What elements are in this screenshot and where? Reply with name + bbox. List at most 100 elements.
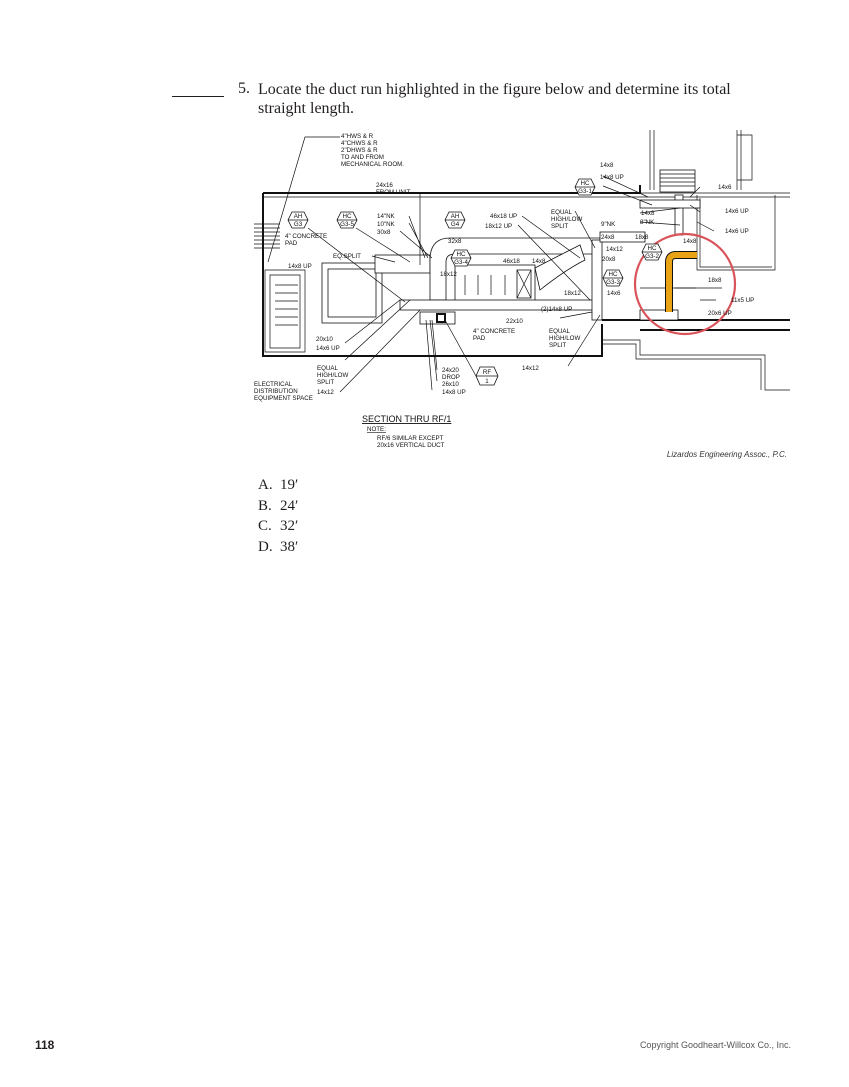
drawing-line bbox=[639, 199, 701, 209]
drawing-label: 4" CONCRETE bbox=[285, 233, 327, 240]
drawing-label: 24x16 bbox=[376, 182, 393, 189]
drawing-label: DROP bbox=[442, 374, 460, 381]
drawing-line bbox=[275, 284, 298, 326]
choice-d[interactable]: D.38′ bbox=[258, 538, 299, 555]
drawing-label: 18x8 bbox=[708, 277, 722, 284]
drawing-label: HC bbox=[457, 251, 466, 258]
choice-b[interactable]: B.24′ bbox=[258, 497, 299, 514]
drawing-label: AH bbox=[451, 213, 460, 220]
choice-a[interactable]: A.19′ bbox=[258, 477, 299, 493]
leader-lines bbox=[267, 136, 716, 393]
drawing-label: 14x8 UP bbox=[288, 263, 312, 270]
drawing-label: MECHANICAL ROOM. bbox=[341, 161, 404, 168]
drawing-line bbox=[399, 192, 433, 265]
drawing-label: 8"NK bbox=[640, 219, 655, 226]
ductwork bbox=[321, 194, 722, 325]
drawing-line bbox=[665, 251, 697, 312]
choice-c[interactable]: C.32′ bbox=[258, 518, 299, 534]
copyright: Copyright Goodheart-Willcox Co., Inc. bbox=[639, 1040, 791, 1050]
drawing-line bbox=[254, 223, 280, 249]
drawing-line bbox=[436, 313, 446, 323]
drawing-label: 46x18 bbox=[503, 258, 520, 265]
question-number: 5. bbox=[238, 80, 250, 97]
drawing-label: 9"NK bbox=[601, 221, 616, 228]
drawing-label: G3-3 bbox=[606, 279, 620, 286]
drawing-label: TO AND FROM bbox=[341, 154, 384, 161]
drawing-line bbox=[264, 269, 306, 353]
drawing-label: 46x18 UP bbox=[490, 213, 517, 220]
drawing-label: 14x6 UP bbox=[725, 228, 749, 235]
drawing-line bbox=[307, 227, 421, 393]
drawing-line bbox=[639, 309, 679, 321]
drawing-label: 18x12 UP bbox=[485, 223, 512, 230]
drawing-label: 14x12 bbox=[522, 365, 539, 372]
drawing-label: 20x16 VERTICAL DUCT bbox=[377, 442, 445, 449]
drawing-label: 20x6 UP bbox=[708, 310, 732, 317]
drawing-label: EQUAL bbox=[551, 209, 573, 216]
highlighted-duct-fill bbox=[666, 252, 697, 312]
drawing-label: 24x20 bbox=[442, 367, 459, 374]
drawing-label: 18x12 bbox=[564, 290, 581, 297]
drawing-label: EQUAL bbox=[317, 365, 339, 372]
drawing-label: NOTE: bbox=[367, 426, 386, 433]
drawing-label: 20x10 bbox=[316, 336, 333, 343]
drawing-label: 1 bbox=[485, 378, 489, 385]
drawing-label: G3-1 bbox=[578, 188, 592, 195]
drawing-label: 14x6 bbox=[718, 184, 732, 191]
drawing-line bbox=[660, 173, 695, 187]
drawing-label: HIGH/LOW bbox=[317, 372, 348, 379]
drawing-label: HC bbox=[343, 213, 352, 220]
drawing-line bbox=[263, 192, 790, 198]
drawing-label: 14x8 bbox=[532, 258, 546, 265]
drawing-label: 4" CONCRETE bbox=[473, 328, 515, 335]
drawing-line bbox=[602, 339, 790, 391]
drawing-label: RF/6 SIMILAR EXCEPT bbox=[377, 435, 444, 442]
drawing-label: EQ.SPLIT bbox=[333, 253, 361, 260]
drawing-label: HIGH/LOW bbox=[551, 216, 582, 223]
drawing-label: 18x8 bbox=[635, 234, 649, 241]
drawing-label: G3-4 bbox=[454, 259, 468, 266]
drawing-label: 20x8 bbox=[602, 256, 616, 263]
drawing-line bbox=[591, 239, 603, 321]
drawing-line bbox=[267, 136, 340, 263]
drawing-label: 26x10 bbox=[442, 381, 459, 388]
highlighted-duct-run bbox=[633, 232, 737, 336]
drawing-label: 4"HWS & R bbox=[341, 133, 374, 140]
drawing-label: 14x8 bbox=[641, 210, 655, 217]
building-outline bbox=[254, 130, 790, 391]
drawing-label: G3-2 bbox=[645, 253, 659, 260]
drawing-line bbox=[737, 134, 753, 181]
drawing-label: 2"DHWS & R bbox=[341, 147, 378, 154]
drawing-label: 14x8 UP bbox=[600, 174, 624, 181]
drawing-label: AH bbox=[294, 213, 303, 220]
drawing-label: SPLIT bbox=[549, 342, 566, 349]
drawing-line bbox=[649, 130, 776, 271]
answer-blank[interactable] bbox=[172, 96, 224, 97]
drawing-label: 18x12 bbox=[440, 271, 457, 278]
drawing-label: 32x8 bbox=[448, 238, 462, 245]
drawing-line bbox=[659, 169, 696, 193]
drawing-label: 14x8 bbox=[683, 238, 697, 245]
drawing-label: 14x12 bbox=[606, 246, 623, 253]
tag-rf-1: RF1 bbox=[475, 366, 499, 386]
page-number: 118 bbox=[35, 1038, 55, 1052]
drawing-label: 4"CHWS & R bbox=[341, 140, 378, 147]
drawing-line bbox=[464, 275, 506, 295]
drawing-label: G4 bbox=[451, 221, 460, 228]
drawing-label: 24x8 bbox=[601, 234, 615, 241]
drawing-label: HC bbox=[648, 245, 657, 252]
drawing-label: 30x8 bbox=[377, 229, 391, 236]
drawing-label: 10"NK bbox=[377, 221, 396, 228]
drawing-label: DISTRIBUTION bbox=[254, 388, 298, 395]
drawing-line bbox=[559, 175, 716, 367]
drawing-label: 22x10 bbox=[506, 318, 523, 325]
drawing-label: FROM UNIT bbox=[376, 189, 411, 196]
drawing-label: (2)14x8 UP bbox=[541, 306, 572, 313]
drawing-label: SPLIT bbox=[551, 223, 568, 230]
drawing-label: PAD bbox=[473, 335, 486, 342]
